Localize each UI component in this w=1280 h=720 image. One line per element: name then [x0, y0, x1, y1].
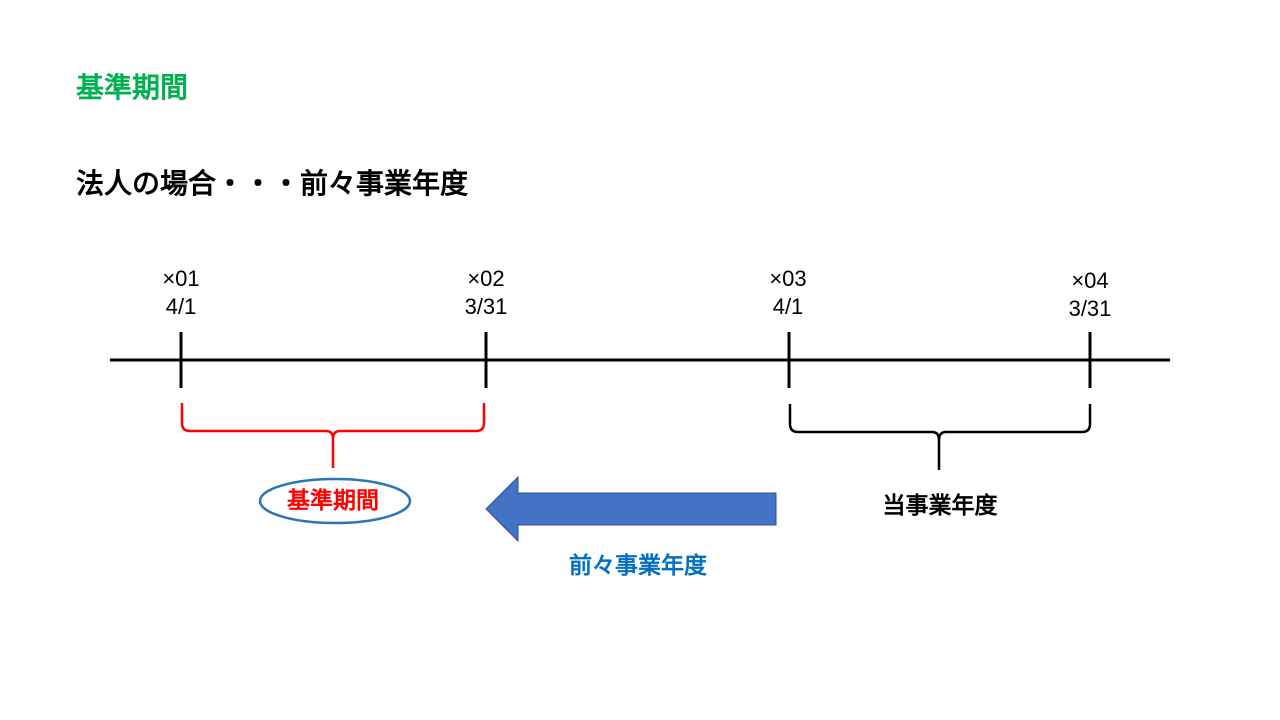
base-period-brace: [180, 403, 486, 468]
tick-year-01: ×01: [162, 266, 200, 291]
tick-date-02: 3/31: [464, 294, 508, 319]
tick-date-03: 4/1: [772, 294, 804, 319]
tick-label-03: ×03 4/1: [728, 265, 848, 321]
tick-year-04: ×04: [1071, 268, 1109, 293]
arrow-label: 前々事業年度: [569, 553, 707, 579]
tick-date-01: 4/1: [165, 294, 197, 319]
slide-title: 基準期間: [76, 71, 189, 104]
tick-year-02: ×02: [467, 266, 505, 291]
base-period-ellipse: [258, 477, 412, 525]
tick-year-03: ×03: [769, 266, 807, 291]
current-year-label: 当事業年度: [882, 493, 998, 519]
left-arrow: [485, 475, 777, 543]
tick-label-01: ×01 4/1: [121, 265, 241, 321]
tick-date-04: 3/31: [1068, 296, 1112, 321]
base-period-label: 基準期間: [287, 488, 379, 514]
tick-label-04: ×04 3/31: [1030, 267, 1150, 323]
subtitle: 法人の場合・・・前々事業年度: [76, 167, 469, 200]
current-year-brace: [788, 404, 1092, 470]
tick-label-02: ×02 3/31: [426, 265, 546, 321]
